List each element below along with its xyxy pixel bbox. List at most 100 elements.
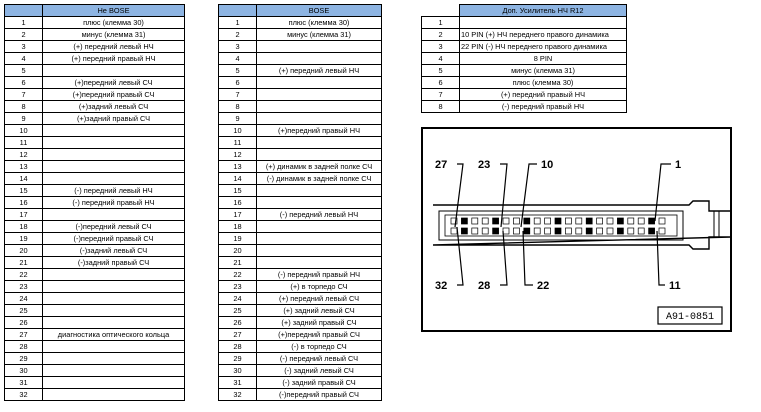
bose-row: 18 xyxy=(218,220,382,233)
non-bose-row: 9(+)задний правый СЧ xyxy=(4,112,185,125)
bose-pin-number: 20 xyxy=(218,244,257,257)
amp-pin-number: 8 xyxy=(421,100,460,113)
pin-cavity-top xyxy=(502,217,510,225)
pin-label-22: 22 xyxy=(537,280,549,292)
pin-cavity-bottom xyxy=(533,227,541,235)
bose-row: 16 xyxy=(218,196,382,209)
bose-row: 8 xyxy=(218,100,382,113)
non-bose-row: 31 xyxy=(4,376,185,389)
non-bose-pin-description xyxy=(42,172,185,185)
non-bose-row: 30 xyxy=(4,364,185,377)
bose-pin-number: 3 xyxy=(218,40,257,53)
bose-pin-description xyxy=(256,112,382,125)
pin-cavity-bottom xyxy=(481,227,489,235)
pin-cavity-bottom xyxy=(648,227,655,235)
bose-row: 21 xyxy=(218,256,382,269)
non-bose-pin-description: (-) передний правый НЧ xyxy=(42,196,185,209)
amp-pin-number: 4 xyxy=(421,52,460,65)
pin-cavity-top xyxy=(450,217,458,225)
non-bose-pin-description: (+)передний правый СЧ xyxy=(42,88,185,101)
bose-pin-number: 32 xyxy=(218,388,257,401)
bose-row: 26(+) задний правый СЧ xyxy=(218,316,382,329)
bose-pin-description xyxy=(256,52,382,65)
bose-header-row: BOSE xyxy=(218,4,382,17)
non-bose-row: 16(-) передний правый НЧ xyxy=(4,196,185,209)
bose-pin-number: 21 xyxy=(218,256,257,269)
pin-cavity-bottom xyxy=(513,227,520,235)
bose-pin-number: 2 xyxy=(218,28,257,41)
bose-pin-number: 27 xyxy=(218,328,257,341)
bose-pin-number: 6 xyxy=(218,76,257,89)
non-bose-pin-number: 4 xyxy=(4,52,43,65)
bose-row: 30(-) задний левый СЧ xyxy=(218,364,382,377)
connector-diagram: 27 23 10 1 32 28 22 11 A91-0851 xyxy=(421,127,732,332)
non-bose-pin-description xyxy=(42,352,185,365)
bose-pin-number: 15 xyxy=(218,184,257,197)
non-bose-pin-description: (-)передний левый СЧ xyxy=(42,220,185,233)
pin-cavity-top xyxy=(513,217,520,225)
non-bose-pin-description: минус (клемма 31) xyxy=(42,28,185,41)
non-bose-pin-number: 15 xyxy=(4,184,43,197)
pin-cavity-bottom xyxy=(471,227,479,235)
amp-pin-description xyxy=(459,16,627,29)
pin-cavity-top xyxy=(471,217,479,225)
bose-pin-number: 1 xyxy=(218,16,257,29)
non-bose-pin-description: (+) передний правый НЧ xyxy=(42,52,185,65)
bose-pin-description: (-) задний правый СЧ xyxy=(256,376,382,389)
pin-cavity-top xyxy=(658,217,666,225)
amp-header-blank xyxy=(421,4,460,17)
non-bose-pin-description xyxy=(42,304,185,317)
bose-pin-number: 13 xyxy=(218,160,257,173)
bose-pin-description: (-)передний правый СЧ xyxy=(256,388,382,401)
bose-pin-number: 31 xyxy=(218,376,257,389)
pin-cavity-bottom xyxy=(617,227,624,235)
bose-pin-description xyxy=(256,76,382,89)
bose-pin-number: 14 xyxy=(218,172,257,185)
non-bose-row: 4(+) передний правый НЧ xyxy=(4,52,185,65)
bose-pin-description: минус (клемма 31) xyxy=(256,28,382,41)
bose-row: 22(-) передний правый НЧ xyxy=(218,268,382,281)
bose-pin-number: 8 xyxy=(218,100,257,113)
amp-pin-description: 8 PIN xyxy=(459,52,627,65)
bose-pin-number: 17 xyxy=(218,208,257,221)
non-bose-pin-number: 7 xyxy=(4,88,43,101)
bose-pin-description: (+)передний правый НЧ xyxy=(256,124,382,137)
bose-pin-description xyxy=(256,100,382,113)
pin-cavity-top xyxy=(637,217,645,225)
bose-row: 24(+) передний левый СЧ xyxy=(218,292,382,305)
non-bose-pin-description: (-) передний левый НЧ xyxy=(42,184,185,197)
non-bose-row: 8(+)задний левый СЧ xyxy=(4,100,185,113)
bose-pin-number: 16 xyxy=(218,196,257,209)
pin-cavity-bottom xyxy=(492,227,499,235)
non-bose-pin-description: (+) передний левый НЧ xyxy=(42,40,185,53)
bose-row: 19 xyxy=(218,232,382,245)
non-bose-pin-number: 6 xyxy=(4,76,43,89)
non-bose-row: 24 xyxy=(4,292,185,305)
non-bose-pin-number: 16 xyxy=(4,196,43,209)
non-bose-pin-number: 31 xyxy=(4,376,43,389)
non-bose-row: 19(-)передний правый СЧ xyxy=(4,232,185,245)
non-bose-pin-description xyxy=(42,160,185,173)
bose-pin-description: (+) передний левый СЧ xyxy=(256,292,382,305)
bose-pin-number: 18 xyxy=(218,220,257,233)
non-bose-pin-description: диагностика оптического кольца xyxy=(42,328,185,341)
pin-cavity-top xyxy=(523,217,531,225)
pin-cavity-bottom xyxy=(565,227,572,235)
pin-cavity-top xyxy=(481,217,489,225)
non-bose-pin-number: 9 xyxy=(4,112,43,125)
non-bose-row: 5 xyxy=(4,64,185,77)
bose-row: 29(-) передний левый СЧ xyxy=(218,352,382,365)
bose-pin-description xyxy=(256,40,382,53)
bose-pin-description: (-) передний левый СЧ xyxy=(256,352,382,365)
bose-pin-description: (-) задний левый СЧ xyxy=(256,364,382,377)
pin-cavity-top xyxy=(585,217,593,225)
pin-cavity-bottom xyxy=(450,227,458,235)
pin-cavity-bottom xyxy=(606,227,614,235)
bose-pin-number: 23 xyxy=(218,280,257,293)
non-bose-pin-number: 30 xyxy=(4,364,43,377)
